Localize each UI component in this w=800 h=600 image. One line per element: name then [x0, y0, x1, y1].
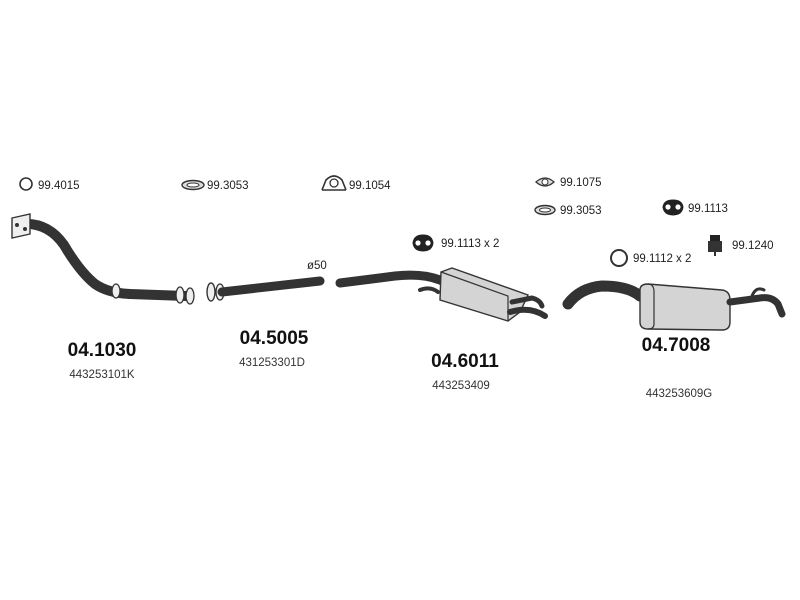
part-04-6011-label: 04.6011 443253409 [431, 351, 499, 392]
pipe-clamp-ring [111, 283, 121, 299]
accessory-label: 99.1240 [732, 240, 774, 252]
oem-number: 443253409 [432, 380, 490, 392]
mount-bushing-icon [708, 235, 722, 256]
outlet-flange [175, 286, 195, 305]
center-silencer-drawing [335, 267, 548, 322]
silencer-body [639, 283, 731, 331]
gasket-icon [181, 179, 205, 191]
accessory-label: 99.1075 [560, 177, 602, 189]
part-number: 04.6011 [431, 351, 499, 372]
accessory-99-3053-b: 99.3053 [534, 204, 602, 217]
accessory-99-3053-a: 99.3053 [181, 179, 249, 192]
intermediate-pipe-drawing: ø50 [206, 260, 327, 302]
part-04-1030-label: 04.1030 443253101K [68, 340, 137, 381]
flange-gasket-icon [535, 177, 555, 187]
accessory-label: 99.4015 [38, 180, 80, 192]
inlet-flange [11, 213, 31, 239]
part-04-5005-label: 04.5005 431253301D [239, 328, 309, 369]
accessory-99-4015: 99.4015 [19, 177, 80, 192]
accessory-99-1240: 99.1240 [708, 235, 774, 256]
part-number: 04.7008 [642, 335, 711, 356]
part-number: 04.1030 [68, 340, 137, 361]
rubber-hanger-icon [412, 234, 434, 252]
accessory-label: 99.1112 x 2 [633, 253, 691, 265]
diameter-label: ø50 [307, 260, 327, 272]
rubber-hanger-icon [662, 199, 684, 216]
part-number: 04.5005 [240, 328, 309, 349]
accessory-99-1113: 99.1113 [662, 199, 728, 216]
accessory-99-1113-x2: 99.1113 x 2 [412, 234, 499, 252]
rear-silencer-drawing [562, 280, 786, 331]
ring-icon [19, 177, 33, 191]
accessory-label: 99.3053 [560, 205, 602, 217]
gasket-icon [534, 204, 556, 216]
accessory-label: 99.1054 [349, 180, 391, 192]
rubber-ring-icon [610, 249, 628, 267]
part-04-7008-label: 04.7008 443253609G [642, 335, 713, 400]
accessory-label: 99.1113 [688, 203, 728, 215]
accessory-99-1112-x2: 99.1112 x 2 [610, 249, 691, 267]
accessory-99-1075: 99.1075 [535, 177, 602, 189]
clamp-icon [321, 175, 347, 191]
oem-number: 443253101K [69, 369, 135, 381]
accessory-label: 99.1113 x 2 [441, 238, 499, 250]
oem-number: 443253609G [646, 388, 713, 400]
front-pipe-drawing [11, 213, 195, 305]
accessory-label: 99.3053 [207, 180, 249, 192]
oem-number: 431253301D [239, 357, 305, 369]
accessory-99-1054: 99.1054 [321, 175, 391, 192]
